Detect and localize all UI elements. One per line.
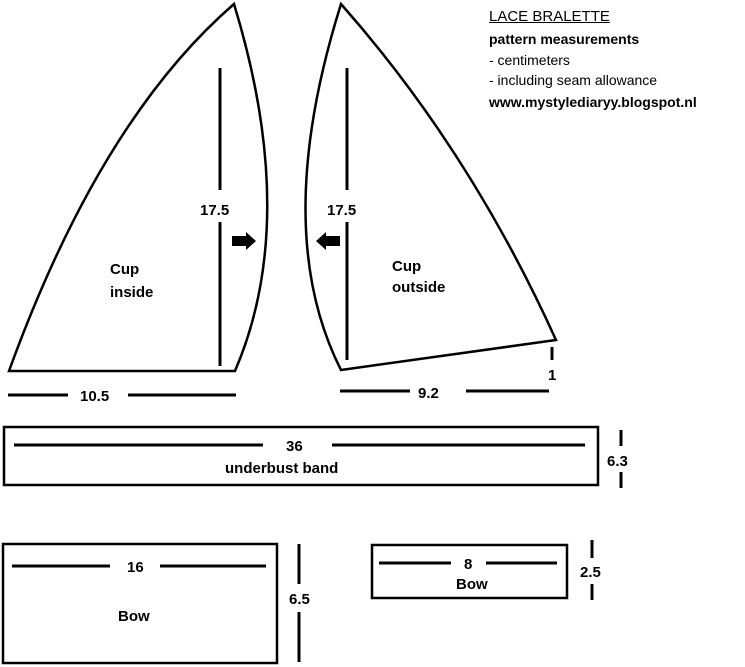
cup-inside-width-label: 10.5 [80,388,109,405]
bow-large-piece [1,542,301,665]
cup-inside-piece [7,1,269,397]
note-units: - centimeters [489,52,570,68]
bow-large-outline [1,542,279,665]
underbust-band-piece [2,425,623,488]
blog-url: www.mystylediaryy.blogspot.nl [489,94,697,110]
note-seam-allowance: - including seam allowance [489,72,658,88]
bow-small-piece [370,540,594,600]
underbust-band-height-label: 6.3 [607,453,628,470]
bow-large-length-label: 16 [127,559,144,576]
underbust-band-label: underbust band [225,460,338,477]
cup-outside-side-label: 1 [548,367,556,384]
bow-small-label: Bow [456,576,488,593]
cup-outside-outline [304,1,558,372]
underbust-band-outline [2,425,600,487]
cup-outside-height-label: 17.5 [327,202,356,219]
cup-outside-label-line1: Cup [392,258,421,275]
header-block: LACE BRALETTE pattern measurements - cen… [489,6,697,114]
page-subtitle: pattern measurements [489,31,640,47]
bow-small-outline [370,543,569,600]
cup-inside-label-line1: Cup [110,261,139,278]
underbust-band-length-label: 36 [286,438,303,455]
bow-large-height-label: 6.5 [289,591,310,608]
page-title: LACE BRALETTE [489,8,610,25]
cup-inside-label-line2: inside [110,284,153,301]
cup-inside-arrow-icon [232,232,256,250]
cup-outside-label-line2: outside [392,279,445,296]
bow-small-length-label: 8 [464,556,472,573]
cup-inside-height-label: 17.5 [200,202,229,219]
bow-small-height-label: 2.5 [580,564,601,581]
cup-outside-piece [304,1,558,393]
cup-outside-arrow-icon [316,232,340,250]
cup-outside-width-label: 9.2 [418,385,439,402]
cup-inside-outline [7,1,269,373]
bow-large-label: Bow [118,608,150,625]
